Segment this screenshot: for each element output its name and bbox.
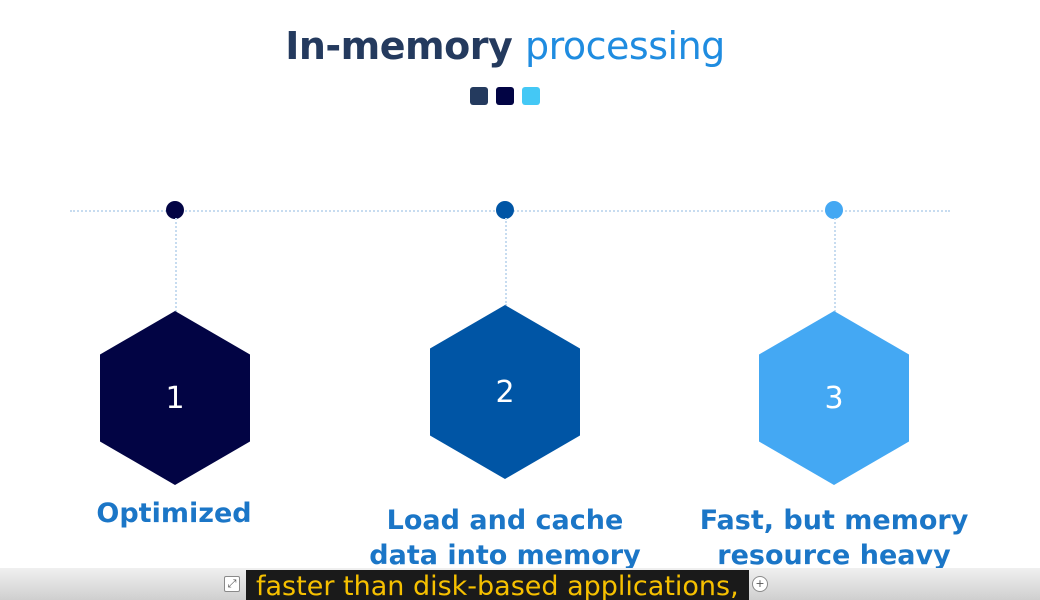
square-dark <box>470 87 488 105</box>
slide-title: In-memory processing <box>0 24 1010 68</box>
timeline-stem-2 <box>505 218 507 306</box>
timeline-dot-1 <box>166 201 184 219</box>
step-label-1: Optimized <box>96 498 252 529</box>
step-label-3: Fast, but memory resource heavy <box>699 505 969 571</box>
timeline-stem-3 <box>834 218 836 316</box>
timeline-stem-1 <box>175 218 177 316</box>
title-decoration <box>470 87 540 105</box>
hexagon-1: 1 <box>100 311 250 485</box>
step-number-1: 1 <box>165 380 185 416</box>
title-light: processing <box>524 24 725 68</box>
square-navy <box>496 87 514 105</box>
step-number-2: 2 <box>495 374 515 410</box>
step-label-2: Load and cache data into memory <box>369 505 641 571</box>
hexagon-2: 2 <box>430 305 580 479</box>
subtitle-caption: faster than disk-based applications, <box>246 570 749 600</box>
step-number-3: 3 <box>824 380 844 416</box>
expand-icon[interactable]: ⤢ <box>224 576 240 592</box>
timeline-dot-2 <box>496 201 514 219</box>
square-light <box>522 87 540 105</box>
hexagon-3: 3 <box>759 311 909 485</box>
timeline-dot-3 <box>825 201 843 219</box>
add-icon[interactable]: + <box>752 576 768 592</box>
title-bold: In-memory <box>285 24 513 68</box>
